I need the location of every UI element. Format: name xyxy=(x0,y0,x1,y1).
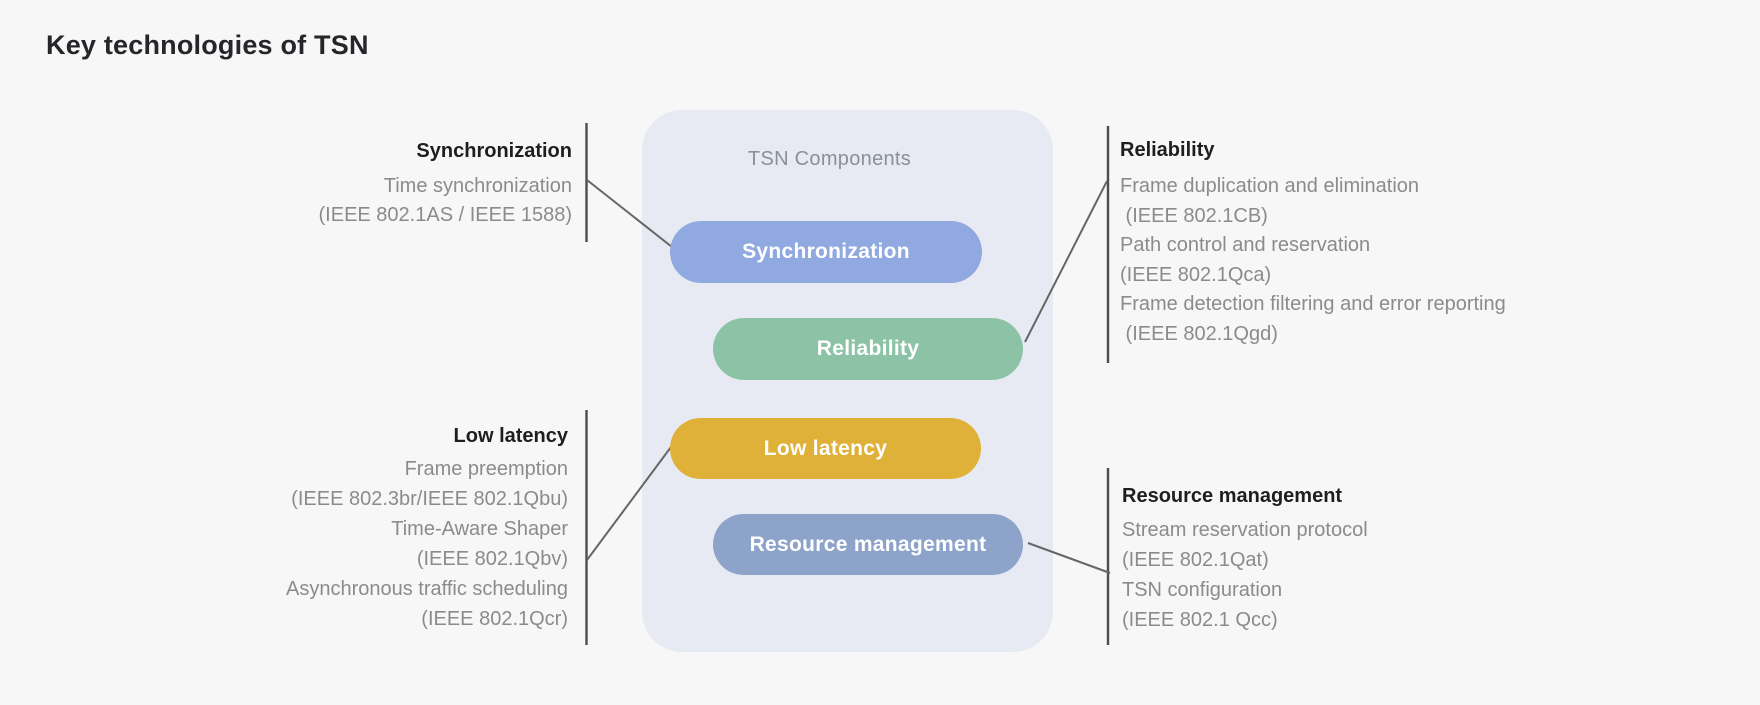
component-pill-synchronization: Synchronization xyxy=(670,221,982,283)
annotation-line: Asynchronous traffic scheduling xyxy=(285,578,568,600)
annotation-line: TSN configuration xyxy=(1122,579,1283,601)
annotation-line: Frame detection filtering and error repo… xyxy=(1120,293,1506,315)
annotation-resource-management: Resource management Stream reservation p… xyxy=(1122,481,1562,635)
component-pill-resource-management-label: Resource management xyxy=(749,532,987,556)
annotation-line: (IEEE 802.1Qcr) xyxy=(421,608,568,630)
annotation-line: Path control and reservation xyxy=(1120,234,1371,256)
annotation-synchronization-heading: Synchronization xyxy=(416,140,572,162)
annotation-resource-management-heading: Resource management xyxy=(1122,485,1343,507)
annotation-synchronization-lines: Time synchronization (IEEE 802.1AS / IEE… xyxy=(152,172,572,230)
annotation-line: (IEEE 802.1CB) xyxy=(1120,204,1268,227)
annotation-line: (IEEE 802.1 Qcc) xyxy=(1122,609,1278,631)
tsn-components-panel-title: TSN Components xyxy=(747,148,912,170)
component-pill-resource-management: Resource management xyxy=(713,514,1023,575)
component-pill-reliability: Reliability xyxy=(713,318,1023,380)
component-pill-reliability-label: Reliability xyxy=(816,337,920,360)
annotation-low-latency-lines: Frame preemption (IEEE 802.3br/IEEE 802.… xyxy=(128,454,568,634)
annotation-reliability: Reliability Frame duplication and elimin… xyxy=(1120,135,1680,349)
annotation-line: Time-Aware Shaper xyxy=(391,518,568,540)
annotation-line: Stream reservation protocol xyxy=(1122,519,1368,541)
annotation-low-latency-heading: Low latency xyxy=(453,425,568,447)
annotation-resource-management-lines: Stream reservation protocol (IEEE 802.1Q… xyxy=(1122,515,1562,635)
annotation-line: Frame duplication and elimination xyxy=(1120,175,1420,197)
annotation-synchronization: Synchronization Time synchronization (IE… xyxy=(152,136,572,230)
annotation-line: (IEEE 802.1Qat) xyxy=(1122,549,1269,571)
component-pill-low-latency: Low latency xyxy=(670,418,981,479)
annotation-line: (IEEE 802.1Qca) xyxy=(1120,263,1272,286)
annotation-reliability-lines: Frame duplication and elimination (IEEE … xyxy=(1120,172,1680,349)
page-title: Key technologies of TSN xyxy=(46,30,369,60)
component-pill-low-latency-label: Low latency xyxy=(763,436,888,460)
annotation-low-latency: Low latency Frame preemption (IEEE 802.3… xyxy=(128,421,568,634)
annotation-line: Time synchronization xyxy=(383,175,572,197)
component-pill-synchronization-label: Synchronization xyxy=(742,240,910,263)
annotation-line: Frame preemption xyxy=(404,458,568,480)
annotation-line: (IEEE 802.3br/IEEE 802.1Qbu) xyxy=(291,488,568,510)
annotation-line: (IEEE 802.1Qgd) xyxy=(1120,322,1278,345)
annotation-reliability-heading: Reliability xyxy=(1120,139,1215,161)
annotation-line: (IEEE 802.1AS / IEEE 1588) xyxy=(318,204,572,226)
annotation-line: (IEEE 802.1Qbv) xyxy=(416,548,568,570)
